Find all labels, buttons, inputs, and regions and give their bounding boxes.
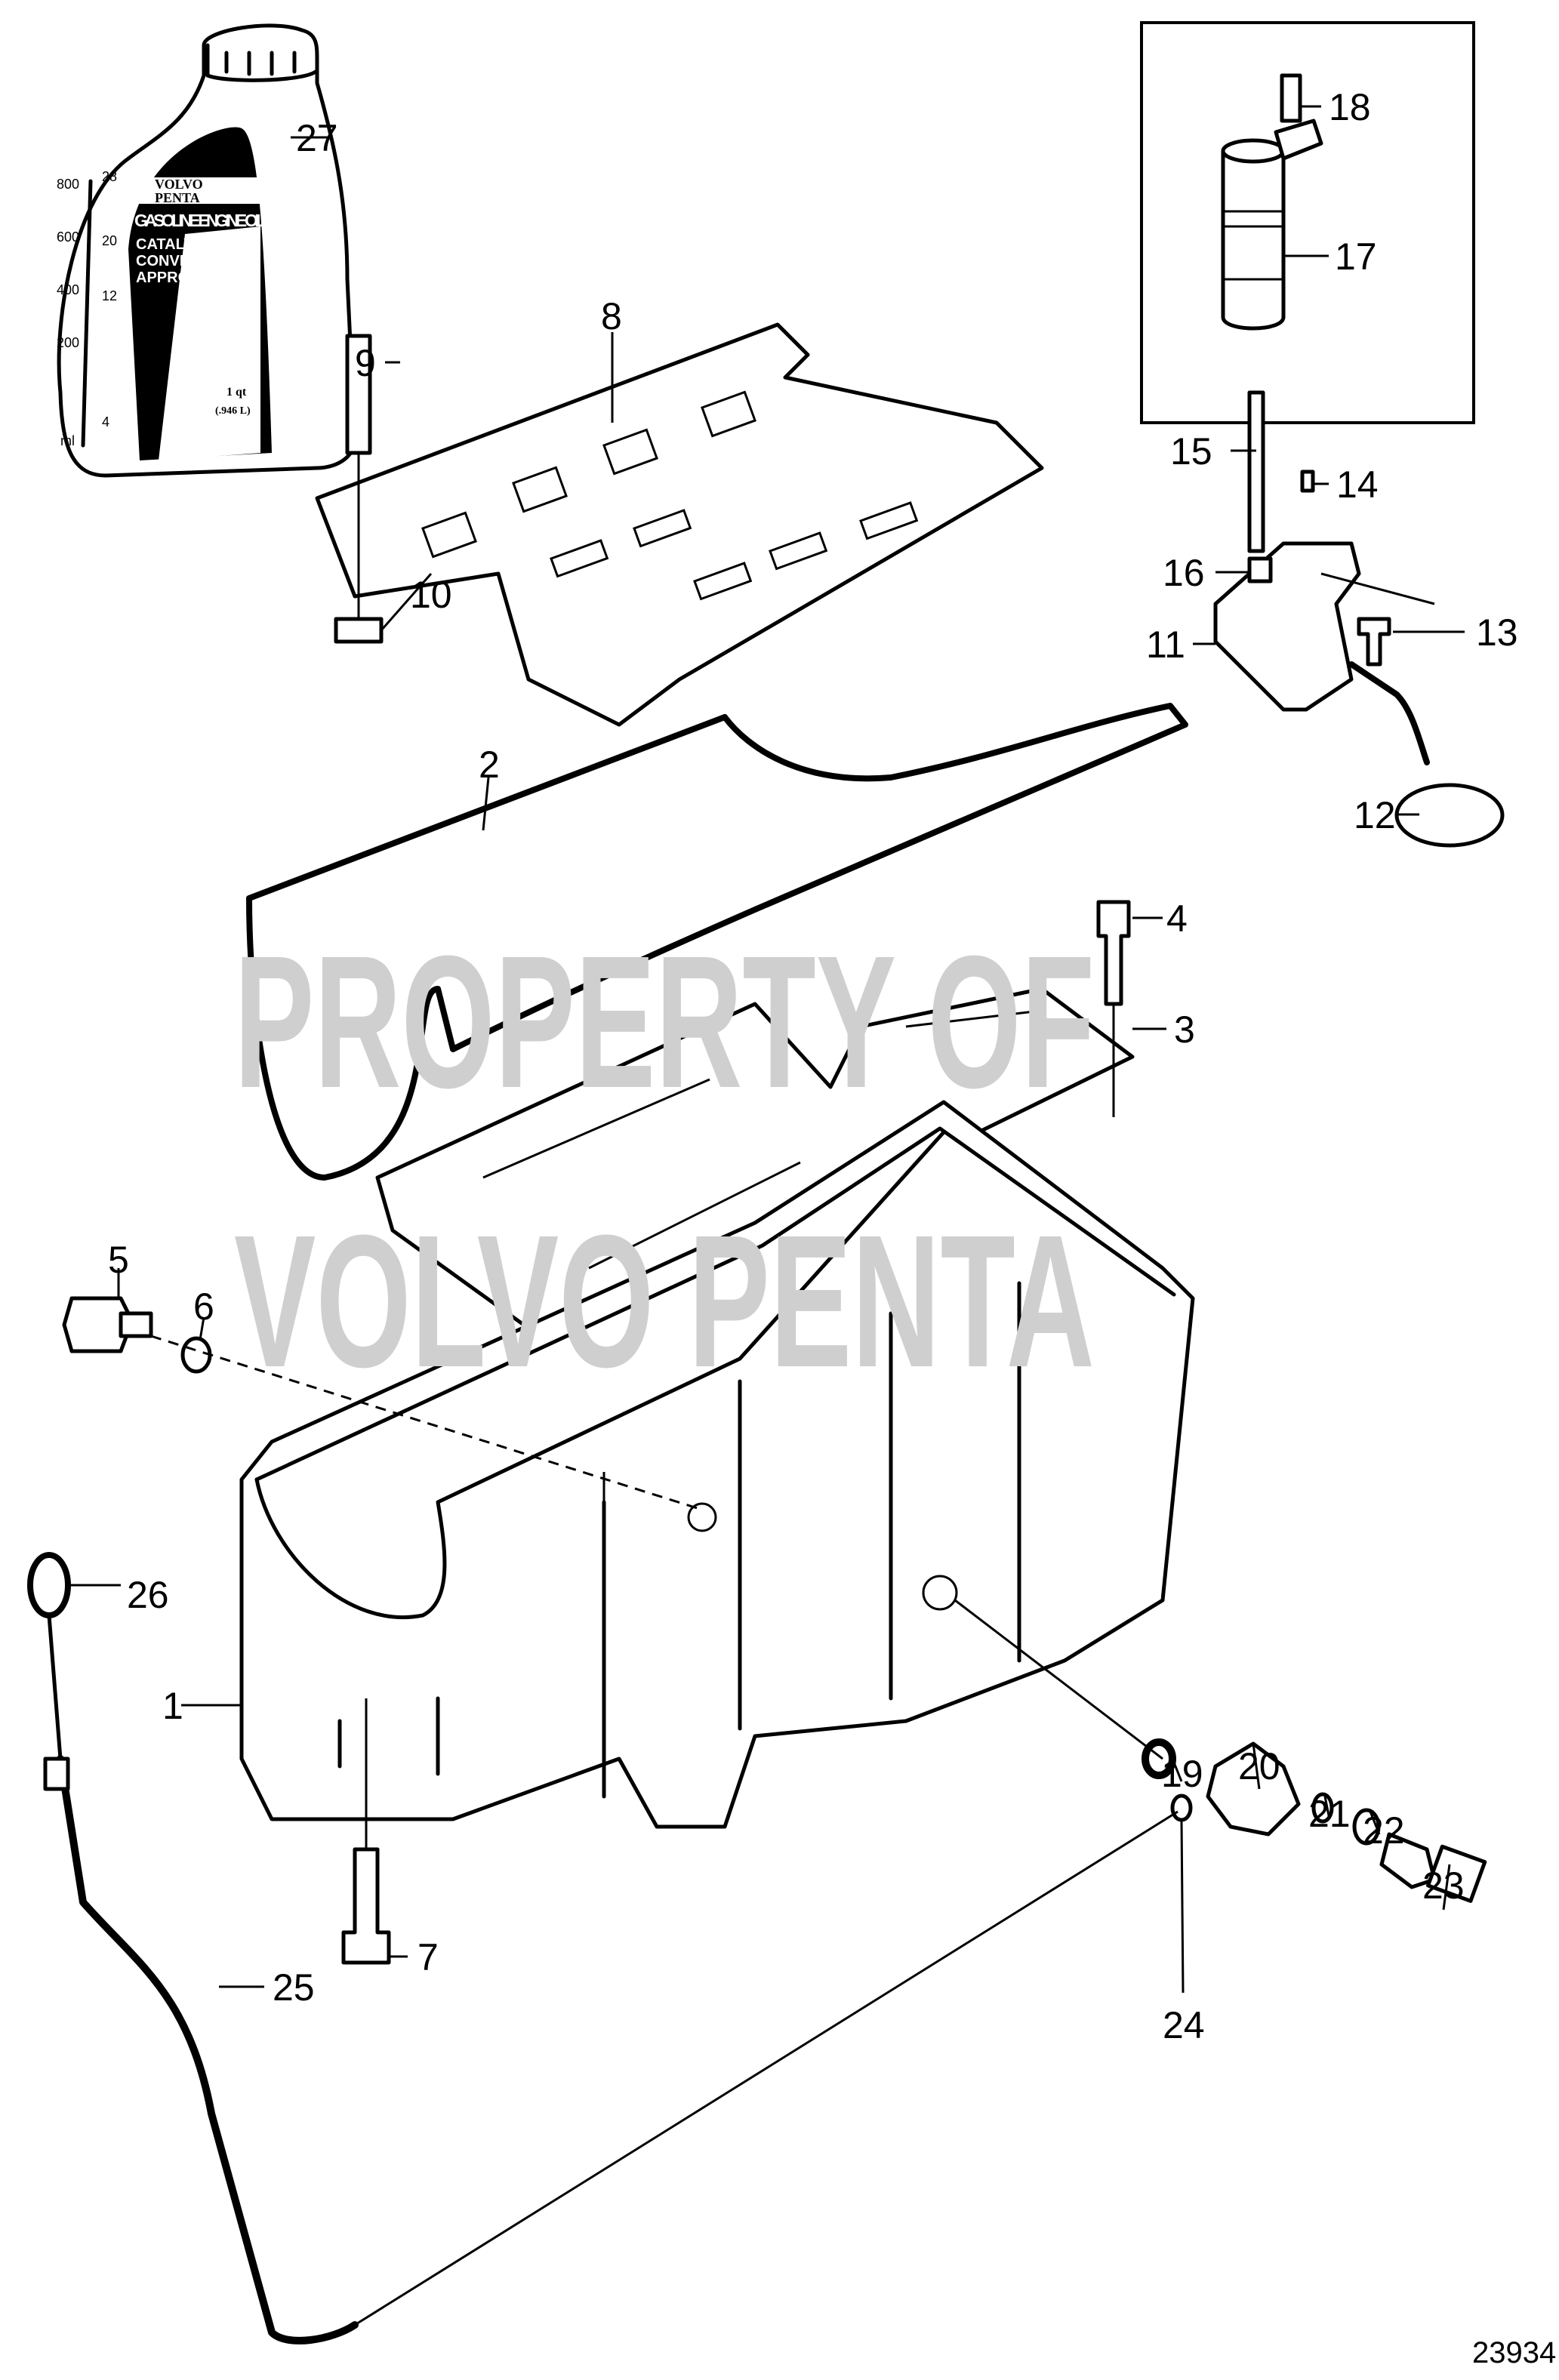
leader-lines	[68, 105, 1465, 1994]
callout-3: 3	[1174, 1008, 1195, 1051]
dipstick-handle-26	[27, 1552, 71, 1618]
dipstick-26	[47, 1613, 63, 1761]
callout-21: 21	[1308, 1793, 1351, 1835]
dipstick-tube-25	[57, 1755, 359, 2345]
callout-20: 20	[1238, 1745, 1280, 1787]
callout-10: 10	[410, 574, 452, 616]
svg-text:28: 28	[102, 169, 117, 184]
pump-shaft-15	[1247, 390, 1265, 553]
callout-5: 5	[108, 1239, 129, 1281]
watermark-line1: PROPERTY OF	[234, 916, 1095, 1127]
callout-26: 26	[127, 1574, 169, 1616]
watermark: PROPERTY OF VOLVO PENTA	[234, 916, 1095, 1406]
callout-23: 23	[1422, 1864, 1465, 1907]
svg-text:4: 4	[102, 414, 109, 430]
bottle-scale: 800 600 400 200 ml 28 20 12 4	[57, 169, 117, 448]
callout-24: 24	[1163, 2004, 1205, 2046]
dipstick-port	[687, 1502, 717, 1532]
bottle-volume: 1 qt	[226, 386, 247, 399]
bolt-4	[1096, 900, 1131, 1006]
callout-8: 8	[601, 295, 622, 337]
oil-pickup	[1348, 661, 1430, 765]
callout-1: 1	[162, 1685, 183, 1727]
callout-19: 19	[1161, 1753, 1203, 1795]
callout-13: 13	[1476, 611, 1518, 654]
drain-port	[922, 1575, 958, 1611]
callout-15: 15	[1170, 430, 1212, 473]
svg-text:20: 20	[102, 233, 117, 248]
bolt-13	[1357, 617, 1391, 667]
o-ring-24	[1170, 1793, 1193, 1822]
bushing-16	[1247, 556, 1273, 583]
bolt-18	[1280, 73, 1302, 123]
callout-22: 22	[1363, 1809, 1405, 1852]
bottle-brand-line1: VOLVO	[155, 177, 203, 192]
callout-11: 11	[1146, 623, 1185, 666]
tray-slots	[421, 390, 919, 601]
windage-tray	[315, 322, 1044, 727]
drain-fitting-20	[1206, 1741, 1301, 1837]
callout-2: 2	[479, 744, 500, 786]
callout-4: 4	[1166, 898, 1188, 940]
bottle-approval-3: APPROVED	[136, 269, 220, 286]
pickup-tube-17	[1221, 149, 1286, 331]
oil-pump	[1213, 541, 1361, 712]
bottle-brand-line2: PENTA	[155, 190, 200, 205]
callout-6: 6	[193, 1285, 214, 1328]
callout-labels: 1 2 3 4 5 6 7 8 9 10 11 12 13 14 15 16 1…	[108, 86, 1518, 2046]
plug-5	[62, 1296, 134, 1353]
oil-pan-gasket	[246, 703, 1188, 1181]
callout-27: 27	[296, 117, 338, 159]
oil-baffle-plate	[375, 987, 1135, 1369]
nut-10	[334, 617, 384, 644]
o-ring-22	[1352, 1808, 1381, 1846]
bottle-product-name: GASOLINE ENGINE OIL	[134, 211, 267, 230]
oil-pan	[239, 1100, 1195, 1829]
o-ring-6	[180, 1336, 212, 1374]
oil-bottle: VOLVO PENTA GASOLINE ENGINE OIL CATALYTI…	[57, 23, 357, 478]
bolt-7	[341, 1847, 391, 1965]
svg-text:12: 12	[102, 288, 117, 303]
o-ring-21	[1311, 1792, 1334, 1824]
callout-7: 7	[417, 1936, 439, 1978]
svg-text:200: 200	[57, 335, 79, 350]
bottle-approval-1: CATALYTIC	[136, 236, 218, 253]
figure-number: 23934	[1472, 2336, 1556, 2369]
callout-18: 18	[1329, 86, 1371, 128]
callout-25: 25	[273, 1966, 315, 2009]
bottle-approval-2: CONVERTER	[136, 253, 231, 269]
pin-14	[1300, 470, 1315, 493]
svg-text:400: 400	[57, 282, 79, 297]
bottle-volume-metric: (.946 L)	[215, 405, 251, 417]
stud-9	[345, 334, 372, 455]
inset-frame	[1140, 21, 1475, 424]
svg-text:600: 600	[57, 229, 79, 245]
callout-17: 17	[1335, 236, 1377, 278]
plug-23	[1379, 1832, 1437, 1889]
svg-text:800: 800	[57, 177, 79, 192]
callout-16: 16	[1163, 552, 1205, 594]
callout-12: 12	[1354, 794, 1396, 836]
callout-9: 9	[355, 342, 376, 384]
svg-text:ml: ml	[60, 433, 75, 448]
callout-14: 14	[1336, 463, 1379, 506]
watermark-line2: VOLVO PENTA	[234, 1196, 1095, 1406]
